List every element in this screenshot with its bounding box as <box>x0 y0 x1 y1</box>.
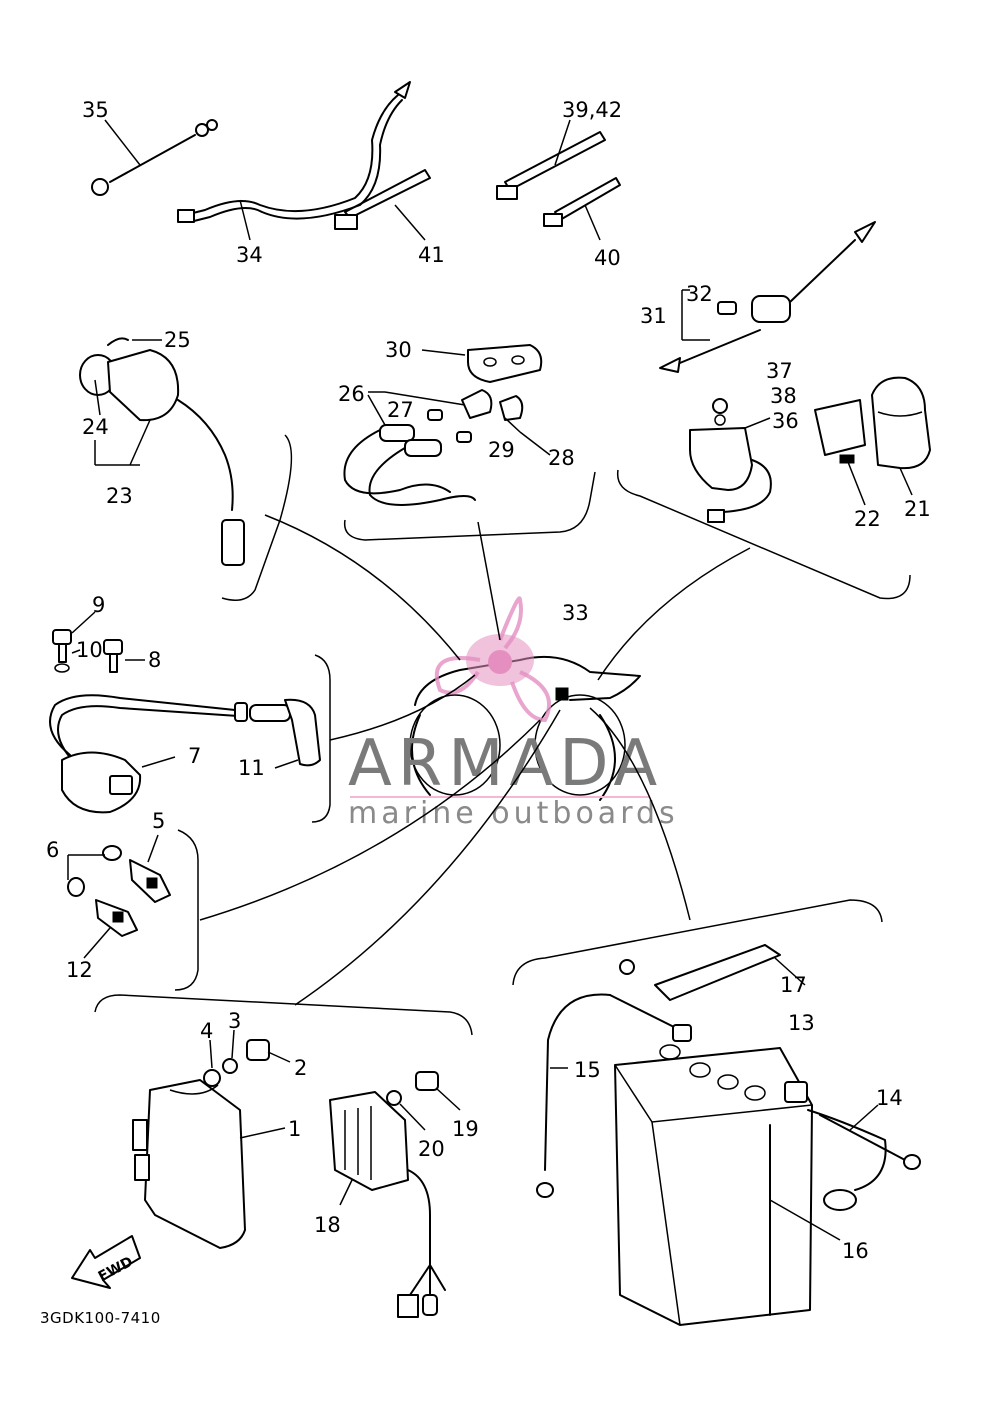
callout-15: 15 <box>574 1058 601 1082</box>
part-30-plate <box>421 344 543 383</box>
part-23-24-plug-cap <box>79 337 245 566</box>
part-34-wire-lead <box>177 81 411 241</box>
callout-18: 18 <box>314 1213 341 1237</box>
callout-31: 31 <box>640 304 667 328</box>
callout-5: 5 <box>152 809 165 833</box>
bracket-switches <box>174 829 199 991</box>
part-1-cdi-unit <box>132 1079 286 1249</box>
part-36-38-starter-relay <box>689 398 772 523</box>
bracket-coil <box>311 654 331 823</box>
callout-23: 23 <box>106 484 133 508</box>
part-22-relay <box>814 399 866 506</box>
callout-34: 34 <box>236 243 263 267</box>
callout-19: 19 <box>452 1117 479 1141</box>
callout-39-42: 39,42 <box>562 98 622 122</box>
callout-1: 1 <box>288 1117 301 1141</box>
part-11-plug-cap <box>249 698 321 769</box>
callout-40: 40 <box>594 246 621 270</box>
callout-4: 4 <box>200 1019 213 1043</box>
callout-9: 9 <box>92 593 105 617</box>
callout-29: 29 <box>488 438 515 462</box>
part-16-battery <box>614 1024 841 1326</box>
callout-7: 7 <box>188 744 201 768</box>
bracket-leads <box>343 471 596 541</box>
fwd-arrow: FWD <box>71 1235 141 1289</box>
callout-labels: 35 34 41 39,42 40 32 31 25 30 37 26 38 2… <box>46 98 931 1263</box>
part-31-32-fuse-holder <box>659 221 876 373</box>
vehicle-silhouette <box>409 655 641 801</box>
callout-22: 22 <box>854 507 881 531</box>
callout-20: 20 <box>418 1137 445 1161</box>
callout-14: 14 <box>876 1086 903 1110</box>
bracket-relay <box>616 469 911 600</box>
callout-10: 10 <box>76 638 103 662</box>
callout-28: 28 <box>548 446 575 470</box>
part-26-28-leads <box>343 389 551 506</box>
callout-21: 21 <box>904 497 931 521</box>
part-2-3-4-hardware <box>203 1029 291 1087</box>
callout-6: 6 <box>46 838 59 862</box>
leader-lines <box>199 514 751 1006</box>
callout-36: 36 <box>772 409 799 433</box>
part-5-6-12-switches <box>67 834 171 959</box>
bracket-battery <box>512 899 883 986</box>
part-19-20-hardware <box>386 1071 461 1131</box>
callout-35: 35 <box>82 98 109 122</box>
watermark-logo <box>434 596 551 723</box>
part-15-ground-lead <box>536 959 681 1198</box>
part-17-battery-band <box>654 944 806 1001</box>
callout-26: 26 <box>338 382 365 406</box>
callout-30: 30 <box>385 338 412 362</box>
callout-38: 38 <box>770 384 797 408</box>
callout-41: 41 <box>418 243 445 267</box>
callout-33: 33 <box>562 601 589 625</box>
callout-24: 24 <box>82 415 109 439</box>
part-14-positive-lead <box>807 1104 921 1211</box>
callout-12: 12 <box>66 958 93 982</box>
diagram-code: 3GDK100-7410 <box>40 1309 161 1327</box>
callout-3: 3 <box>228 1009 241 1033</box>
bracket-cdi <box>94 994 473 1036</box>
callout-16: 16 <box>842 1239 869 1263</box>
callout-25: 25 <box>164 328 191 352</box>
part-35-ground-lead <box>91 119 218 196</box>
watermark-tagline: marine outboards <box>348 796 679 831</box>
watermark-brand: ARMADA <box>348 727 663 801</box>
callout-2: 2 <box>294 1056 307 1080</box>
callout-13: 13 <box>788 1011 815 1035</box>
callout-32: 32 <box>686 282 713 306</box>
callout-8: 8 <box>148 648 161 672</box>
callout-17: 17 <box>780 973 807 997</box>
part-41-cable-tie <box>334 169 431 241</box>
part-7-ignition-coil <box>49 694 248 814</box>
part-8-9-10-bolts <box>52 611 145 673</box>
bracket-plug-cap <box>221 434 293 601</box>
part-39-42-cable-tie <box>496 119 606 200</box>
callout-37: 37 <box>766 359 793 383</box>
callout-27: 27 <box>387 398 414 422</box>
part-21-cover <box>871 376 931 496</box>
part-40-cable-tie <box>543 177 621 241</box>
part-18-rectifier <box>329 1091 446 1318</box>
callout-11: 11 <box>238 756 265 780</box>
